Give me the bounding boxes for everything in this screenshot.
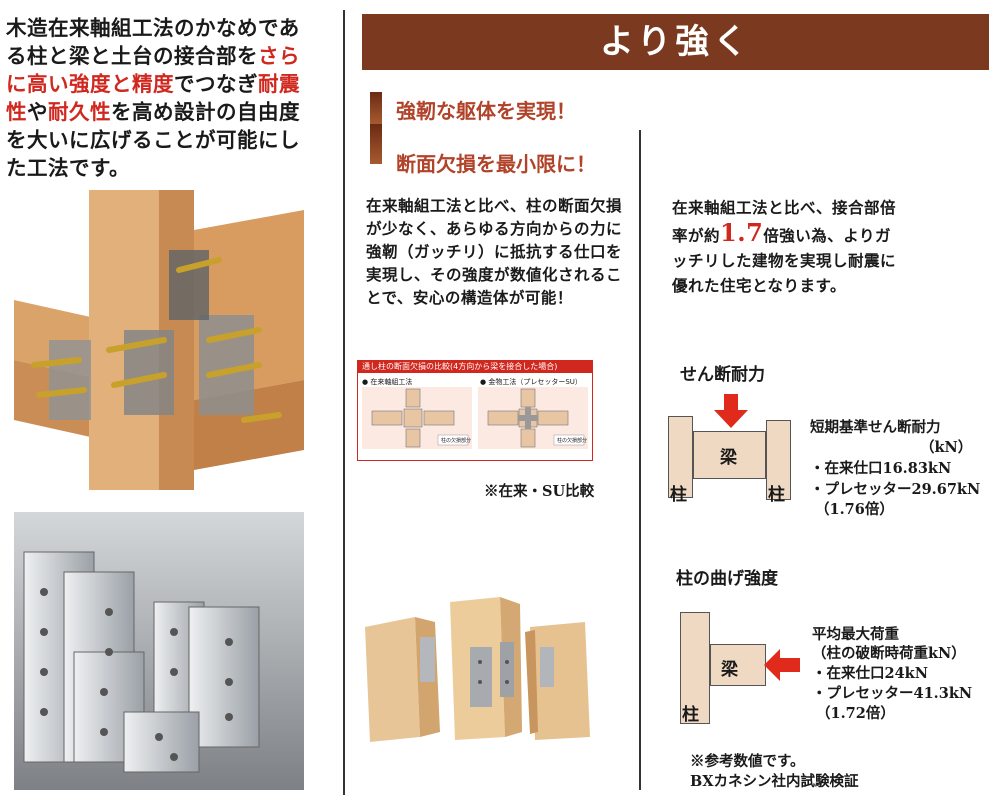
heading-bar-1 xyxy=(370,92,382,124)
wood-blocks-photo xyxy=(360,592,600,742)
bend-column xyxy=(680,612,710,724)
shear-column-left xyxy=(668,416,693,498)
strength-ratio: 1.7 xyxy=(720,218,764,247)
bend-beam-label: 梁 xyxy=(721,660,738,680)
test-note: BXカネシン社内試験検証 xyxy=(690,773,859,790)
divider-left xyxy=(343,10,345,795)
heading-1: 強靭な躯体を実現！ xyxy=(396,99,576,123)
compare-left-label: ● 在来軸組工法 xyxy=(362,378,413,386)
shear-item-1: ・在来仕口16.83kN xyxy=(810,460,952,477)
compare-caption-right: 柱の欠損部分 xyxy=(557,438,588,444)
bend-item-3: （1.72倍） xyxy=(816,705,895,722)
shear-item-3: （1.76倍） xyxy=(815,501,894,518)
middle-paragraph: 在来軸組工法と比べ、柱の断面欠損が少なく、あらゆる方向からの力に強靭（ガッチリ）… xyxy=(366,196,623,307)
right-paragraph: 在来軸組工法と比べ、接合部倍率が約1.7倍強い為、よりガッチリした建物を実現し耐… xyxy=(672,198,897,295)
down-arrow-icon xyxy=(714,394,748,428)
connectors-photo xyxy=(14,512,304,790)
bend-col-label: 柱 xyxy=(682,705,699,725)
shear-col-left-label: 柱 xyxy=(670,485,687,505)
shear-unit: （kN） xyxy=(920,439,973,456)
bend-item-1: ・在来仕口24kN xyxy=(812,665,928,682)
joint-photo xyxy=(14,190,304,490)
bend-beam xyxy=(710,644,766,686)
reference-note: ※参考数値です。 xyxy=(690,753,805,770)
divider-right xyxy=(639,130,641,790)
heading-bar-2 xyxy=(370,124,382,164)
left-arrow-icon xyxy=(764,649,800,681)
shear-label: 短期基準せん断耐力 xyxy=(810,419,941,436)
bend-title: 柱の曲げ強度 xyxy=(676,569,778,589)
compare-diagram: 通し柱の断面欠損の比較(4方向から梁を接合した場合) ● 在来軸組工法 ● 金物… xyxy=(357,360,593,461)
compare-note: ※在来・SU比較 xyxy=(484,483,595,500)
bend-label: 平均最大荷重 xyxy=(812,626,899,643)
heading-2: 断面欠損を最小限に！ xyxy=(396,152,596,176)
intro-text: 木造在来軸組工法のかなめである柱と梁と土台の接合部をさらに高い強度と精度でつなぎ… xyxy=(6,16,300,180)
shear-col-right-label: 柱 xyxy=(768,485,785,505)
banner-title: より強く xyxy=(362,14,989,70)
shear-item-2: ・プレセッター29.67kN xyxy=(810,481,981,498)
compare-caption-left: 柱の欠損部分 xyxy=(441,438,472,444)
compare-right-label: ● 金物工法（プレセッターSU） xyxy=(480,378,582,386)
compare-title-bar: 通し柱の断面欠損の比較(4方向から梁を接合した場合) xyxy=(358,361,592,373)
shear-beam-label: 梁 xyxy=(720,448,737,468)
shear-column-right xyxy=(766,420,791,500)
bend-sub: （柱の破断時荷重kN） xyxy=(812,645,966,662)
shear-beam xyxy=(693,431,766,479)
bend-item-2: ・プレセッター41.3kN xyxy=(812,685,973,702)
shear-title: せん断耐力 xyxy=(680,365,765,385)
